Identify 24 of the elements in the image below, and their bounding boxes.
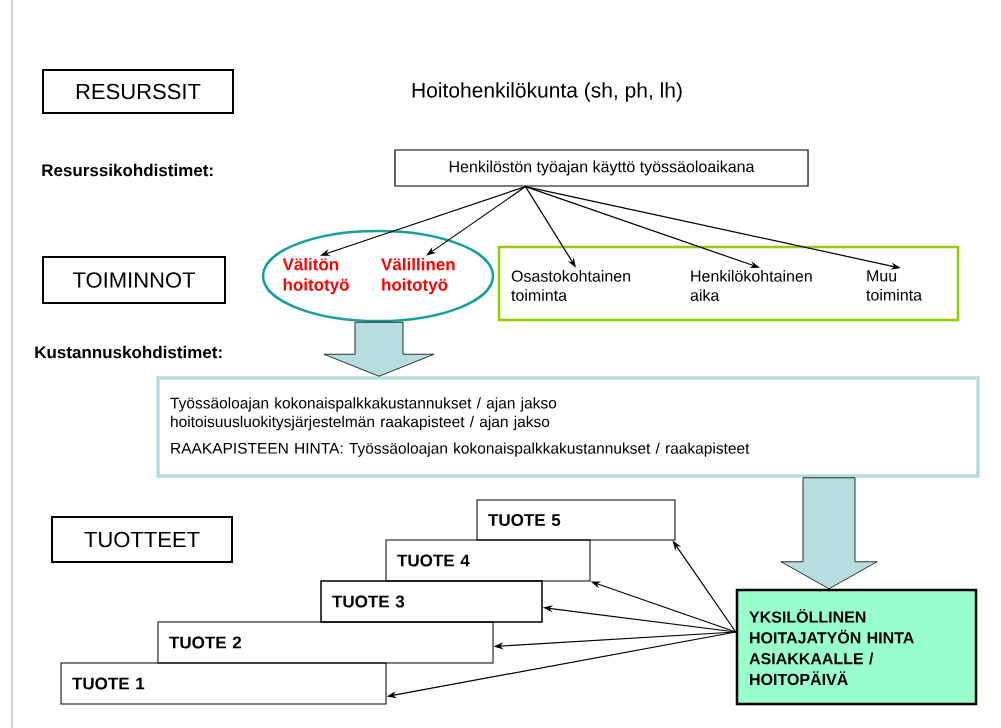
- process-box: Henkilöstön työajan käyttö työssäoloaikana: [394, 149, 809, 187]
- activity-box: [497, 245, 960, 322]
- activity-text: Välillinen hoitotyö: [381, 257, 455, 295]
- activity-text: Muu toiminta: [866, 270, 922, 301]
- product-box: TUOTE 2: [157, 621, 494, 664]
- label-box: TUOTTEET: [51, 516, 233, 563]
- product-box: TUOTE 3: [320, 580, 543, 623]
- cost-box: Työssäoloajan kokonaispalkkakustannukset / ajan jakso hoitoisuusluokitysjärjestelmän raakapisteet / ajan jakso RAAKAPISTEEN HINTA: Työssäoloajan kokonaispalkkakustannukset / raakapisteet: [156, 376, 980, 478]
- section-label: Resurssikohdistimet:: [42, 163, 213, 177]
- activity-ellipse: [261, 229, 495, 323]
- block-arrow: [323, 321, 435, 377]
- heading-text: Hoitohenkilökunta (sh, ph, lh): [412, 82, 682, 102]
- label-box: RESURSSIT: [42, 69, 234, 114]
- price-box: YKSILÖLLINEN HOITAJATYÖN HINTA ASIAKKAALLE / HOITOPÄIVÄ: [735, 588, 978, 706]
- block-arrow: [780, 477, 878, 590]
- label-box: TOIMINNOT: [42, 256, 226, 304]
- activity-text: Henkilökohtainen aika: [690, 270, 812, 301]
- section-label: Kustannuskohdistimet:: [35, 345, 222, 359]
- arrow: [426, 186, 527, 256]
- product-box: TUOTE 5: [476, 499, 676, 541]
- activity-text: Välitön hoitotyö: [282, 257, 349, 295]
- product-box: TUOTE 1: [60, 662, 387, 705]
- product-box: TUOTE 4: [385, 539, 591, 582]
- activity-text: Osastokohtainen toiminta: [511, 270, 631, 301]
